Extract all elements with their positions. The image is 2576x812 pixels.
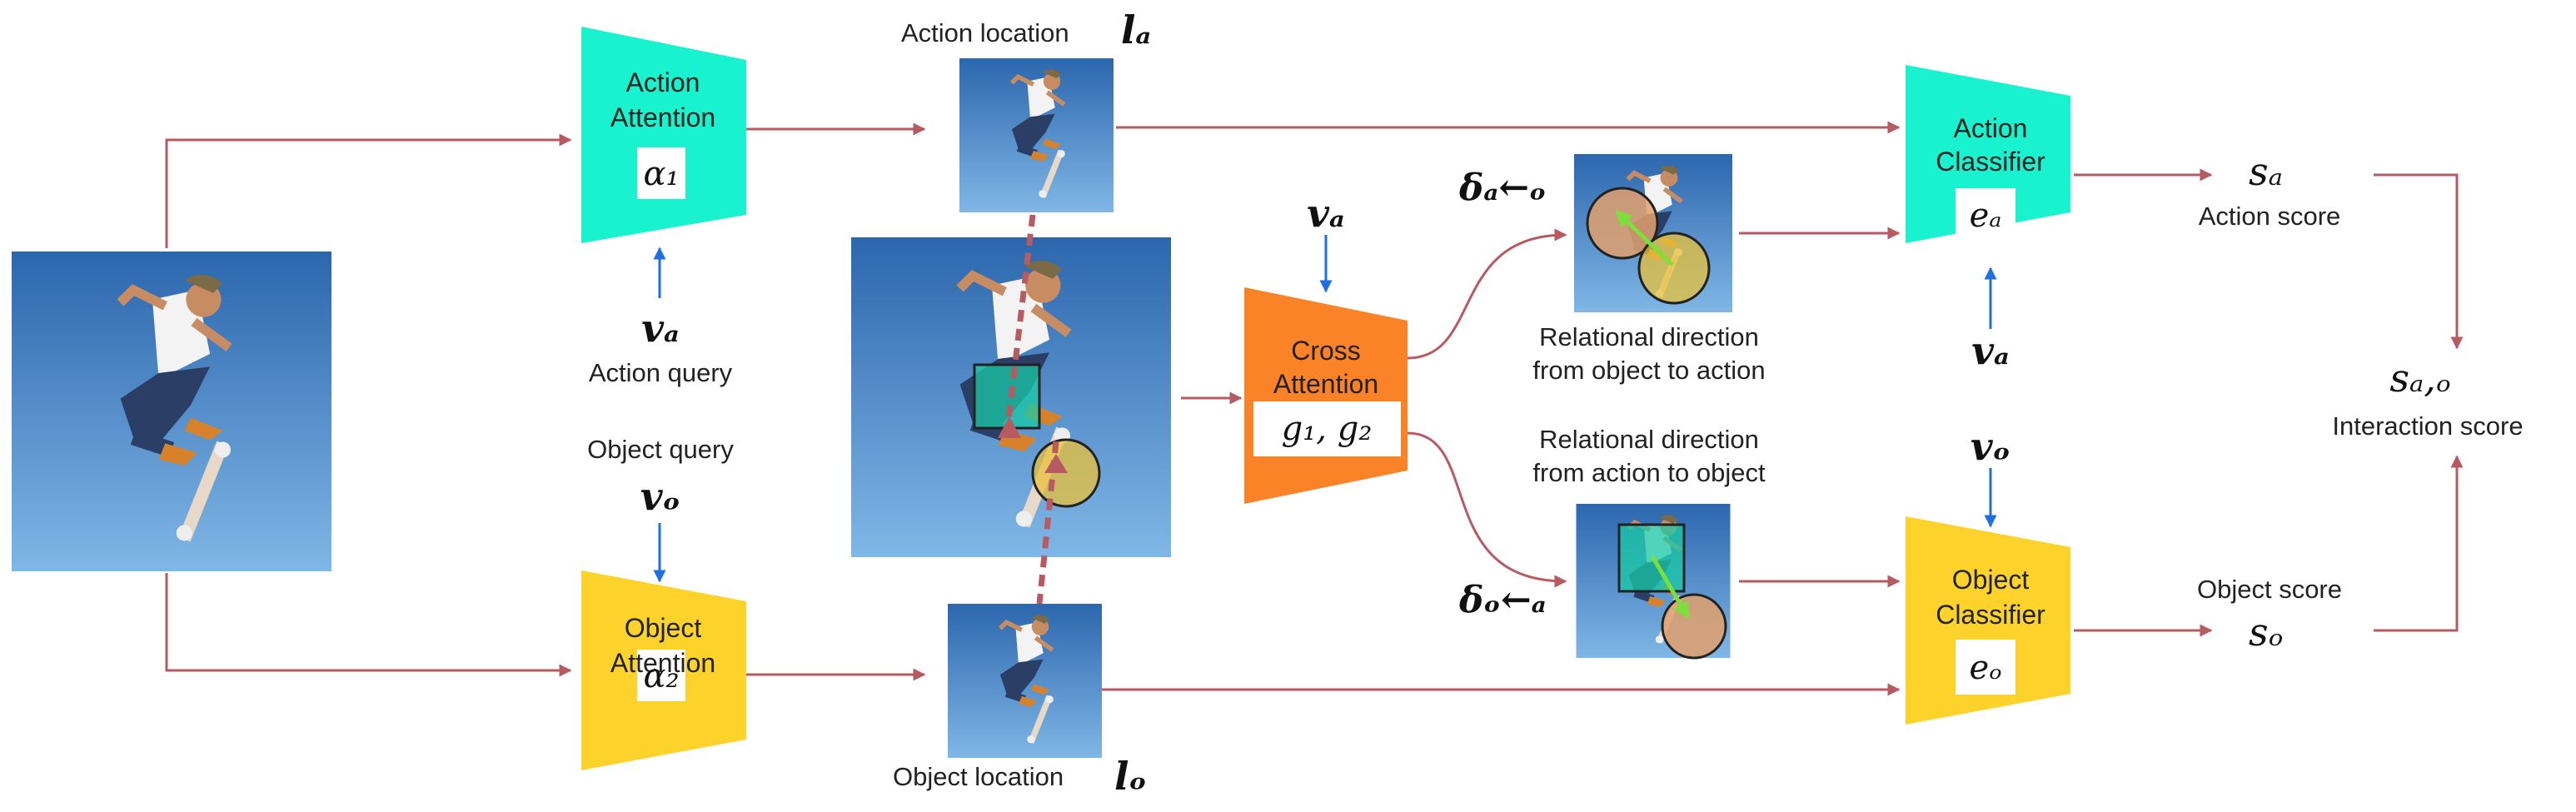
action-score-to-interaction-arrow [2374, 173, 2464, 350]
object-crop-photo [948, 604, 1102, 758]
action-classifier-line2: Classifier [1936, 147, 2045, 177]
object-attention-param: α₂ [643, 657, 679, 695]
action-link-dashed-line [1004, 214, 1036, 427]
cross-attention-to-lower-relation-arrow [1407, 431, 1567, 588]
cross-attention-line2: Attention [1273, 369, 1378, 399]
action-score-symbol: sₐ [2249, 149, 2283, 194]
action-location-label: Action location [901, 18, 1069, 47]
upper-relation-image [1574, 154, 1732, 312]
action-score-label: Action score [2199, 202, 2341, 231]
action-attention-module [581, 27, 746, 243]
input-to-object-attention-arrow [165, 573, 572, 677]
skateboarder-photo [12, 252, 331, 571]
delta-a-o-symbol: 𝜹ₐ←ₒ [1458, 167, 1547, 209]
interaction-score-symbol: sₐ,ₒ [2389, 356, 2450, 401]
action-crop-photo [959, 58, 1114, 212]
delta-o-a-symbol: 𝜹ₒ←ₐ [1458, 579, 1547, 621]
red-flow-arrows [165, 121, 2464, 696]
object-query-label: Object query [587, 435, 734, 464]
action-classifier-query-symbol: 𝒗ₐ [1971, 328, 2010, 373]
object-classifier-param: eₒ [1969, 649, 2001, 687]
object-location-label: Object location [893, 762, 1064, 791]
cross-query-symbol: 𝒗ₐ [1307, 191, 1345, 236]
action-classifier-param: eₐ [1970, 197, 2002, 235]
rel-act-to-obj-line1: Relational direction [1539, 425, 1759, 454]
object-location-symbol: 𝒍ₒ [1114, 754, 1147, 799]
object-classifier-query-symbol: 𝒗ₒ [1971, 424, 2010, 469]
object-attention-module [581, 570, 746, 770]
rel-obj-to-act-line1: Relational direction [1539, 322, 1759, 351]
input-image [12, 252, 331, 571]
object-crop-image [948, 604, 1102, 758]
lower-relation-image [1577, 504, 1731, 660]
blue-query-arrows [653, 235, 1997, 583]
cross-attention-module [1244, 287, 1408, 504]
rel-act-to-obj-line2: from action to object [1532, 458, 1766, 487]
interaction-score-label: Interaction score [2332, 411, 2523, 441]
object-classifier-line1: Object [1952, 565, 2030, 595]
object-circle [1661, 593, 1727, 660]
action-attention-line2: Attention [610, 102, 715, 132]
cross-attention-line1: Cross [1291, 336, 1361, 366]
object-classifier-module [1906, 516, 2070, 725]
action-location-symbol: 𝒍ₐ [1121, 7, 1151, 52]
object-classifier-line2: Classifier [1936, 600, 2045, 630]
action-link-arrowhead [998, 416, 1021, 438]
object-score-symbol: sₒ [2249, 610, 2283, 655]
center-image [851, 214, 1171, 605]
action-location-marker [973, 363, 1041, 430]
object-link-arrowhead [1044, 454, 1068, 473]
object-score-to-interaction-arrow [2374, 455, 2464, 632]
action-attention-line1: Action [626, 67, 700, 97]
object-attention-line2: Attention [610, 648, 715, 678]
object-attention-line1: Object [625, 613, 702, 643]
direction-arrow [1615, 210, 1674, 267]
cross-attention-param: g₁, g₂ [1282, 410, 1373, 448]
direction-arrow [1650, 555, 1690, 620]
rel-obj-to-act-line2: from object to action [1532, 356, 1765, 385]
input-to-action-attention-arrow [165, 133, 572, 248]
action-query-symbol: 𝒗ₐ [641, 306, 680, 351]
action-classifier-module [1906, 65, 2070, 243]
action-attention-param: α₁ [643, 155, 679, 193]
object-query-symbol: 𝒗ₒ [640, 474, 680, 519]
action-query-label: Action query [589, 358, 733, 387]
action-crop-image [959, 58, 1114, 212]
cross-attention-to-upper-relation-arrow [1407, 228, 1567, 360]
object-score-label: Object score [2197, 575, 2342, 604]
action-classifier-line1: Action [1954, 113, 2028, 143]
